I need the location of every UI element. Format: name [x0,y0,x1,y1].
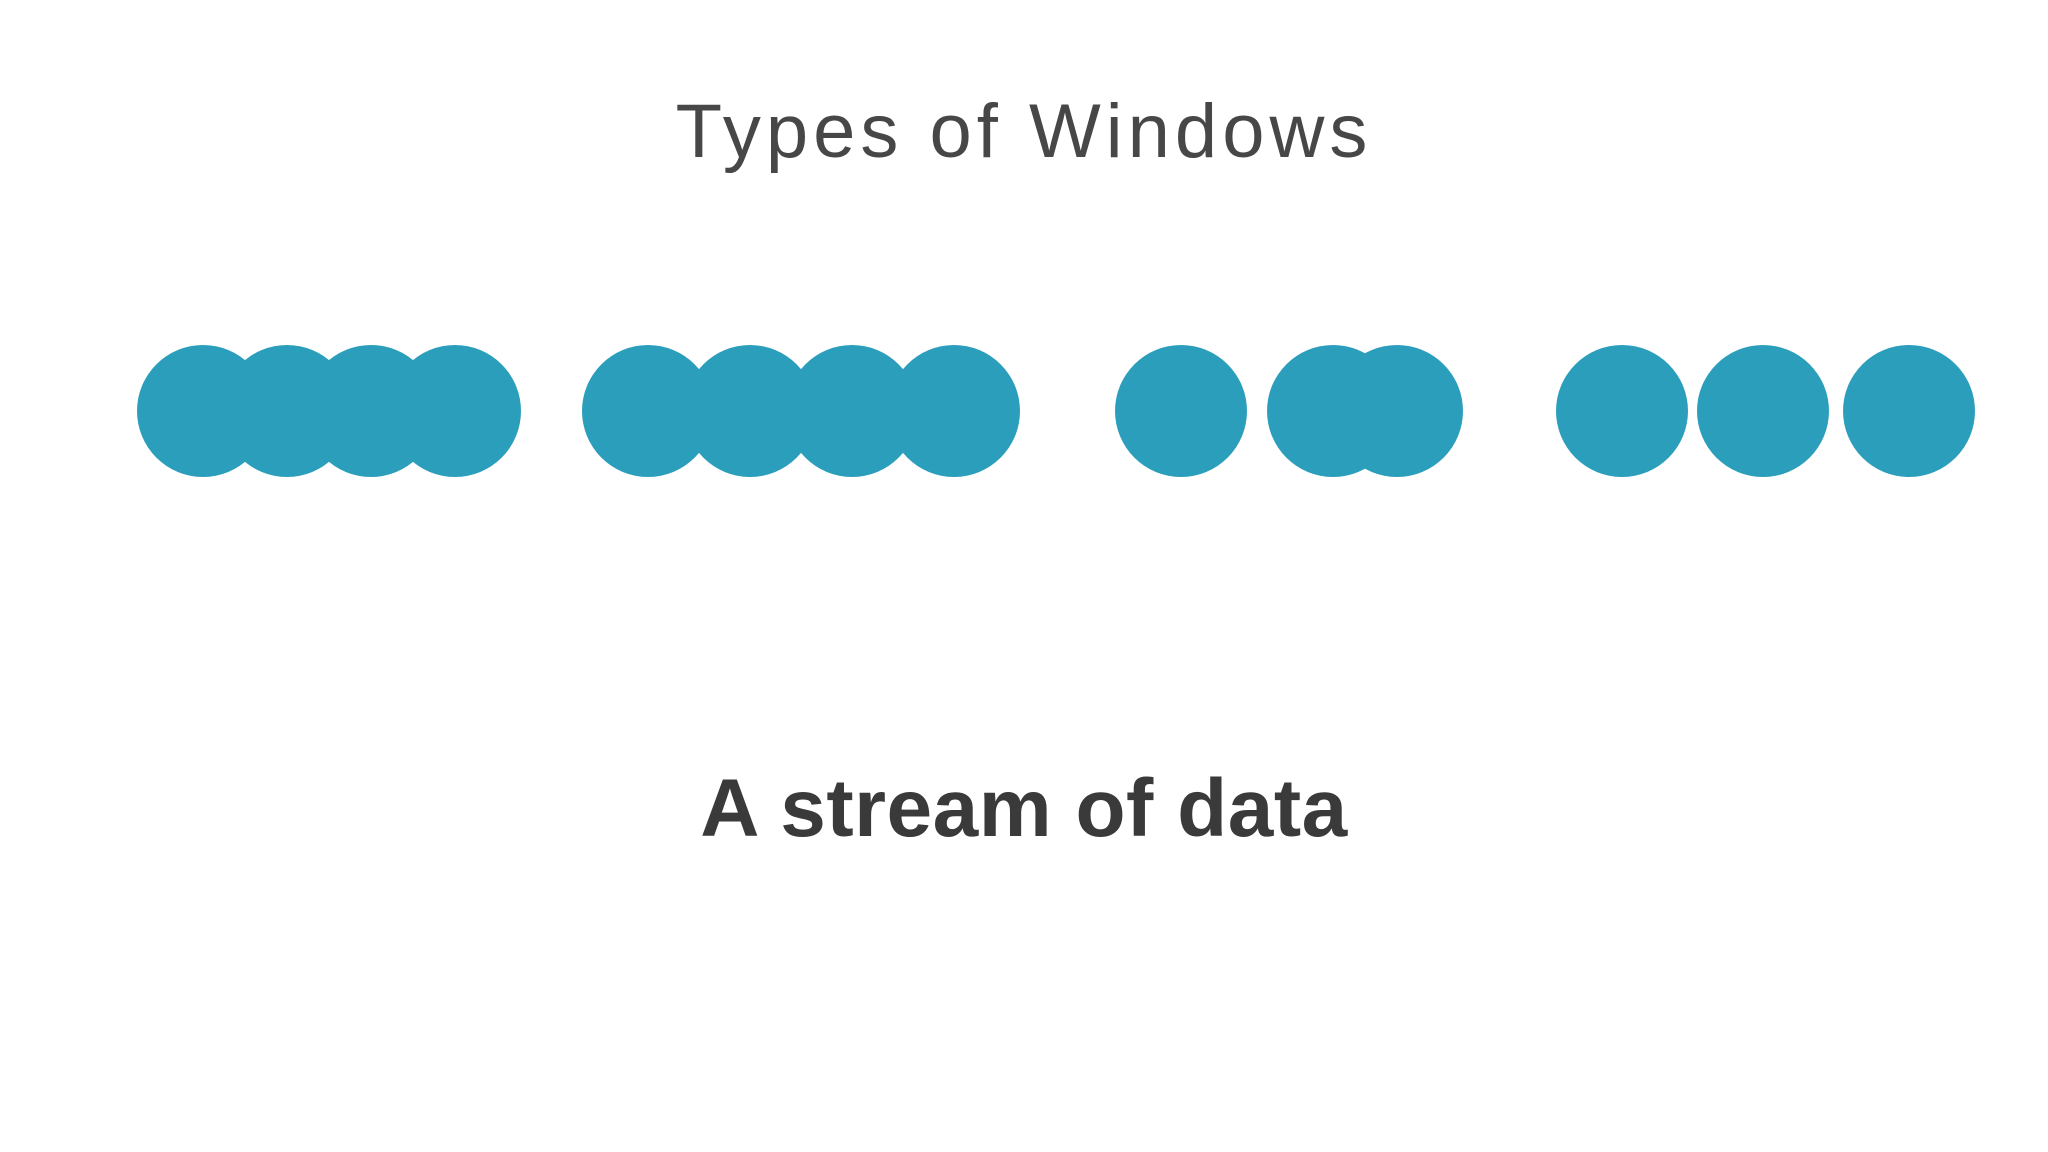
slide-caption: A stream of data [700,763,1348,854]
event-circle [1697,345,1829,477]
slide-title: Types of Windows [675,89,1373,174]
event-circle [888,345,1020,477]
event-circle [1843,345,1975,477]
event-circle [1115,345,1247,477]
event-circle [1331,345,1463,477]
event-circle [1556,345,1688,477]
event-circle [389,345,521,477]
